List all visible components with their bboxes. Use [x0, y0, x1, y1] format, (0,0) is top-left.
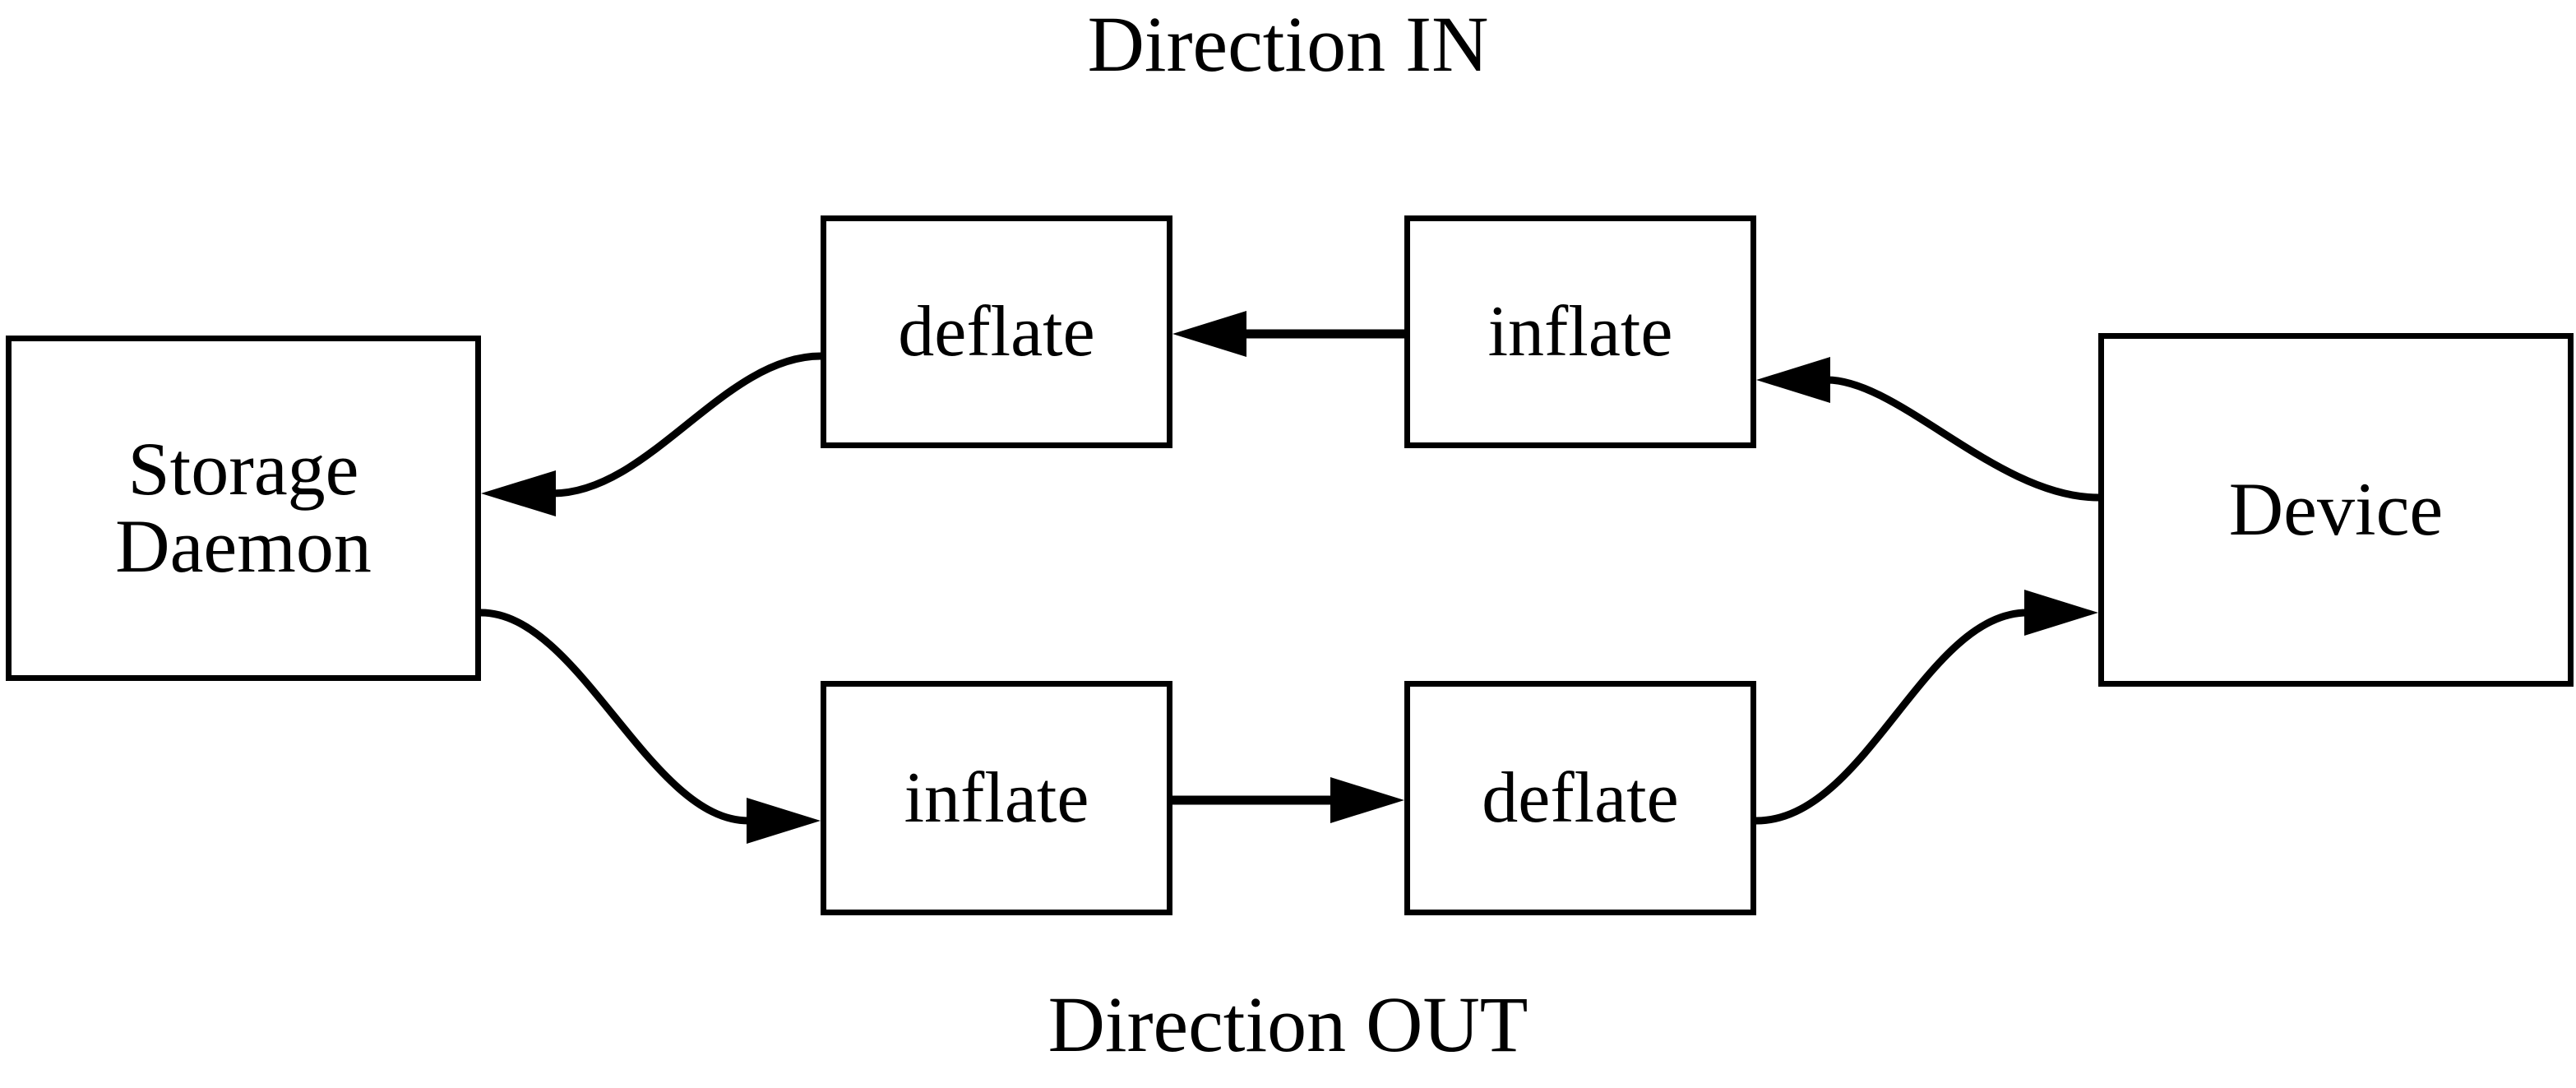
node-storage-daemon-label-line2: Daemon: [115, 504, 372, 588]
node-inflate-out[interactable]: inflate: [821, 681, 1172, 915]
node-inflate-in-label: inflate: [1487, 291, 1673, 372]
node-deflate-out-label: deflate: [1482, 757, 1679, 838]
node-deflate-out[interactable]: deflate: [1404, 681, 1756, 915]
node-deflate-in-label: deflate: [898, 291, 1095, 372]
edge-storage-to-inflate-out: [480, 609, 821, 844]
node-inflate-out-label: inflate: [904, 757, 1089, 838]
edge-inflate-in-to-deflate-in: [1172, 311, 1404, 357]
edge-inflate-out-to-deflate-out: [1172, 777, 1404, 823]
edge-device-to-inflate-in: [1756, 357, 2099, 502]
edge-deflate-in-to-storage: [481, 352, 821, 516]
node-device-label: Device: [2228, 467, 2444, 552]
node-deflate-in[interactable]: deflate: [821, 215, 1172, 448]
node-storage-daemon-label-line1: Storage: [127, 427, 359, 512]
edge-deflate-out-to-device: [1755, 590, 2098, 825]
caption-direction-in: Direction IN: [1087, 0, 1489, 88]
node-device[interactable]: Device: [2098, 333, 2574, 687]
node-storage-daemon[interactable]: Storage Daemon: [6, 336, 481, 681]
node-inflate-in[interactable]: inflate: [1404, 215, 1756, 448]
caption-direction-out: Direction OUT: [1048, 980, 1528, 1068]
